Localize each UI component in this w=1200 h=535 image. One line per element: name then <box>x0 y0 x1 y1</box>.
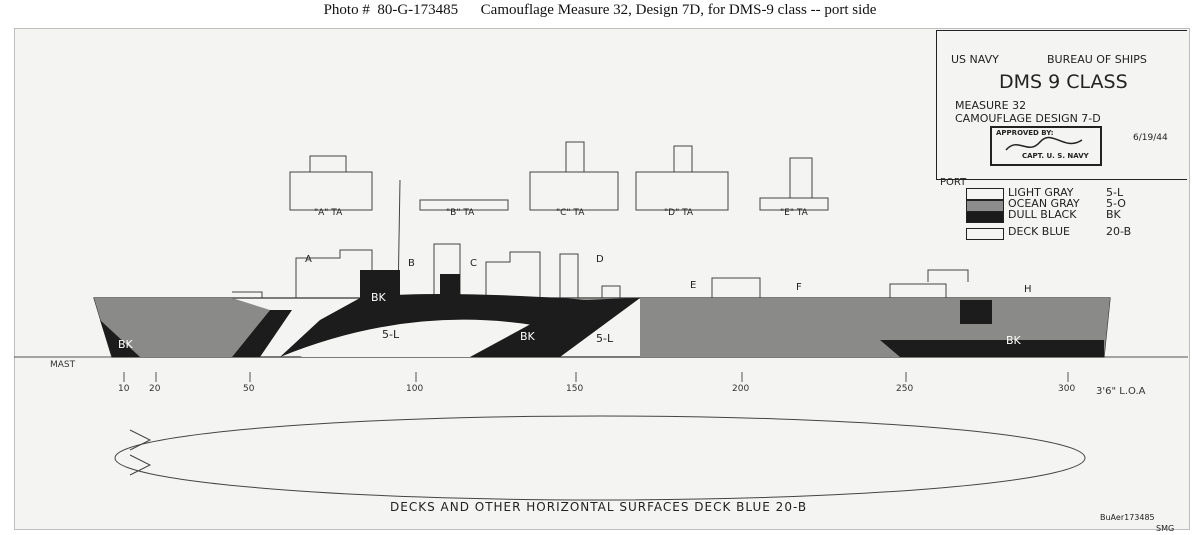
title-navy: US NAVY <box>951 53 999 66</box>
legend-name-2: OCEAN GRAY <box>1008 197 1080 210</box>
section-label-c: "C" TA <box>556 208 585 218</box>
stamp-rank: CAPT. U. S. NAVY <box>1022 152 1089 160</box>
legend-code-4: 20-B <box>1106 225 1132 238</box>
superstructure-outline <box>232 179 969 310</box>
station-20: 20 <box>149 384 161 394</box>
cross-sections <box>289 141 829 211</box>
legend-name-4: DECK BLUE <box>1008 225 1070 238</box>
approval-stamp: APPROVED BY: CAPT. U. S. NAVY <box>990 126 1102 166</box>
callout-c: C <box>470 258 477 269</box>
station-100: 100 <box>406 384 424 394</box>
hull-bow-black <box>100 320 140 357</box>
station-mast: MAST <box>50 360 76 370</box>
station-300: 300 <box>1058 384 1076 394</box>
station-200: 200 <box>732 384 750 394</box>
ship-label-5l-aft: 5-L <box>596 332 614 345</box>
section-label-e: "E" TA <box>780 208 808 218</box>
ship-label-bk-super: BK <box>371 291 386 304</box>
hull-mid-black <box>280 294 590 357</box>
station-250: 250 <box>896 384 914 394</box>
legend-code-1: 5-L <box>1106 186 1124 199</box>
ship-label-5l-mid: 5-L <box>382 328 400 341</box>
legend-name-1: LIGHT GRAY <box>1008 186 1074 199</box>
reference-number: BuAer173485 <box>1100 513 1155 522</box>
ship-label-bk-bow: BK <box>118 338 133 351</box>
title-design: CAMOUFLAGE DESIGN 7-D <box>955 112 1101 125</box>
callout-h: H <box>1024 284 1032 295</box>
station-50: 50 <box>243 384 255 394</box>
callout-f: F <box>796 282 802 293</box>
legend-code-3: BK <box>1106 208 1121 221</box>
signature-icon <box>1005 136 1083 151</box>
drawing-sheet <box>14 28 1190 530</box>
title-block: US NAVY BUREAU OF SHIPS DMS 9 CLASS MEAS… <box>936 30 1187 180</box>
deck-plan-outline <box>114 415 1086 501</box>
legend-title: PORT <box>940 177 967 188</box>
photo-caption: Photo # 80-G-173485 Camouflage Measure 3… <box>323 2 877 18</box>
legend-swatch-light-gray <box>966 188 1004 200</box>
legend-swatch-deck-blue <box>966 228 1004 240</box>
legend-swatch-dull-black <box>966 211 1004 223</box>
station-10: 10 <box>118 384 130 394</box>
station-150: 150 <box>566 384 584 394</box>
hull-stern-black <box>880 340 1104 357</box>
super-black-a <box>360 270 400 300</box>
corner-mark: SMG <box>1156 524 1175 533</box>
deck-note: DECKS AND OTHER HORIZONTAL SURFACES DECK… <box>390 500 808 514</box>
title-class: DMS 9 CLASS <box>999 71 1128 93</box>
station-loa: 3'6" L.O.A <box>1096 386 1146 397</box>
section-label-d: "D" TA <box>664 208 694 218</box>
callout-a: A <box>305 254 312 265</box>
ship-label-bk-mid: BK <box>520 330 535 343</box>
title-measure: MEASURE 32 <box>955 99 1027 112</box>
hull-bow-gray <box>94 298 270 357</box>
station-ticks <box>123 372 1069 382</box>
legend-code-2: 5-O <box>1106 197 1126 210</box>
section-label-a: "A" TA <box>314 208 343 218</box>
callout-b: B <box>408 258 415 269</box>
stamp-approved: APPROVED BY: <box>996 129 1054 137</box>
legend-name-3: DULL BLACK <box>1008 208 1077 221</box>
title-bureau: BUREAU OF SHIPS <box>1047 53 1147 66</box>
ship-label-bk-stern: BK <box>1006 334 1021 347</box>
section-label-b: "B" TA <box>446 208 475 218</box>
title-date: 6/19/44 <box>1133 133 1168 143</box>
callout-e: E <box>690 280 697 291</box>
callout-d: D <box>596 254 604 265</box>
